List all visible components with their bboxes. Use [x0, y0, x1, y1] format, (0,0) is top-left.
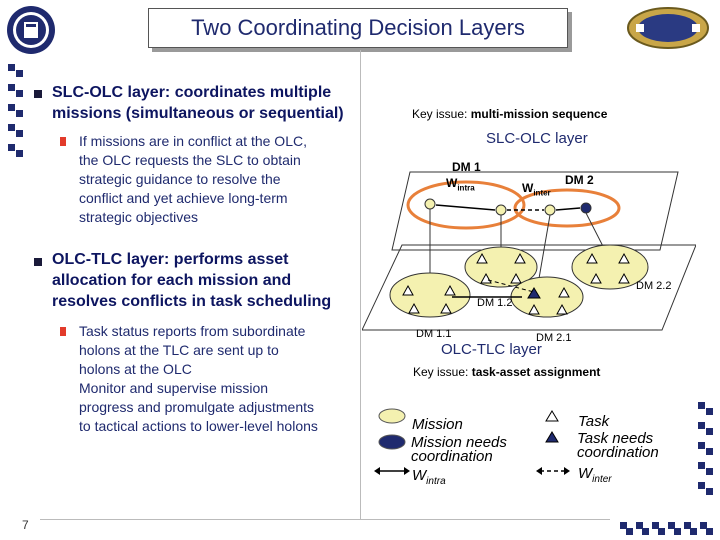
key-issue-bottom-label: Key issue: [413, 365, 469, 379]
legend-mission-needs-line2: coordination [411, 448, 493, 465]
key-issue-top-label: Key issue: [412, 107, 468, 121]
dm1-ellipse [406, 180, 526, 230]
bullet2-sub-line: holons at the OLC [79, 361, 192, 377]
page-number: 7 [22, 518, 29, 532]
vertical-divider [360, 50, 361, 520]
dm2-ellipse [513, 188, 621, 228]
bullet2-sub-line: Monitor and supervise mission [79, 380, 269, 396]
slide-title-box: Two Coordinating Decision Layers [148, 8, 568, 48]
legend-w-intra-main: W [412, 467, 427, 484]
dm1-node-a [424, 198, 436, 210]
key-issue-top: Key issue: multi-mission sequence [412, 107, 607, 121]
bullet-marker [34, 90, 42, 98]
right-decorative-squares [696, 400, 716, 510]
legend-w-intra: Wintra [412, 467, 446, 489]
bullet2-sub-text: Task status reports from subordinate hol… [79, 322, 359, 436]
left-decorative-squares [6, 62, 26, 172]
w-inter-sub: inter [533, 188, 551, 198]
bullet2-line2: allocation for each mission and [52, 272, 292, 289]
mission-needs-swatch [378, 434, 406, 450]
bullet1-line1: SLC-OLC layer: coordinates multiple [52, 84, 332, 101]
legend-w-inter: Winter [578, 465, 612, 487]
bullet1-text: SLC-OLC layer: coordinates multiple miss… [52, 82, 357, 124]
dm21-label: DM 2.1 [536, 332, 572, 344]
legend-w-intra-sub: intra [426, 476, 446, 487]
dm2-label: DM 2 [565, 173, 594, 187]
sub-bullet-marker [60, 137, 66, 146]
bullet2-text: OLC-TLC layer: performs asset allocation… [52, 249, 357, 312]
bullet2-sub-line: to tactical actions to lower-level holon… [79, 418, 318, 434]
legend-task-needs-line2: coordination [577, 444, 659, 461]
coordination-diagram-svg [361, 171, 697, 331]
legend-mission-needs-line1: Mission needs [411, 434, 507, 451]
bullet1-sub-line: If missions are in conflict at the OLC, [79, 133, 307, 149]
w-inter-main: W [522, 181, 534, 195]
key-issue-top-value: multi-mission sequence [470, 107, 608, 121]
bullet2-sub-line: Task status reports from subordinate [79, 323, 306, 339]
mission-swatch [378, 408, 406, 424]
legend-mission: Mission [412, 416, 463, 433]
dm2-node-b [580, 202, 592, 214]
legend-w-inter-main: W [578, 465, 593, 482]
dm12-tasks [476, 252, 526, 284]
dm21-tasks [527, 286, 570, 315]
university-seal-logo [6, 4, 56, 56]
legend-symbols [374, 408, 570, 475]
bullet2-line3: resolves conflicts in task scheduling [52, 293, 332, 310]
bullet1-sub-line: strategic objectives [79, 209, 199, 225]
w-intra-arrow-dm2 [555, 207, 581, 211]
w-intra-label: Wintra [446, 176, 475, 192]
olc-tlc-label: OLC-TLC layer [441, 341, 542, 358]
bullet1-sub-line: strategic guidance to resolve the [79, 171, 281, 187]
legend-w-inter-sub: inter [592, 474, 612, 485]
w-intra-sub: intra [457, 183, 475, 193]
dm11-label: DM 1.1 [416, 328, 452, 340]
w-intra-main: W [446, 176, 458, 190]
bullet2-line1: OLC-TLC layer: performs asset [52, 251, 289, 268]
bullet1-line2: missions (simultaneous or sequential) [52, 105, 344, 122]
onr-logo [626, 6, 710, 50]
task-swatch [545, 410, 559, 422]
bullet1-sub-line: the OLC requests the SLC to obtain [79, 152, 301, 168]
dm1-node-b [495, 204, 507, 216]
bullet1-sub-text: If missions are in conflict at the OLC, … [79, 132, 359, 227]
lower-inter-link [487, 279, 535, 293]
bullet2-sub-line: holons at the TLC are sent up to [79, 342, 279, 358]
dm12-label: DM 1.2 [477, 297, 513, 309]
dm1-label: DM 1 [452, 160, 481, 174]
dm11-ellipse [389, 272, 471, 318]
bottom-decorative-squares [618, 520, 718, 536]
key-issue-bottom: Key issue: task-asset assignment [413, 365, 600, 379]
dm11-tasks [402, 284, 456, 314]
slide-title: Two Coordinating Decision Layers [191, 15, 525, 40]
bullet-marker [34, 258, 42, 266]
bottom-rule [40, 519, 610, 520]
w-intra-arrow [435, 204, 496, 211]
dm22-tasks [586, 252, 630, 284]
key-issue-bottom-value: task-asset assignment [471, 365, 601, 379]
bullet2-sub-line: progress and promulgate adjustments [79, 399, 315, 415]
legend-task-needs-line1: Task needs [577, 430, 654, 447]
olc-tlc-plane [361, 244, 697, 331]
legend: Mission Mission needs coordination Wintr… [370, 405, 700, 505]
w-inter-label: Winter [522, 181, 551, 197]
dm2-node-a [544, 204, 556, 216]
legend-task-needs: Task needs coordination [577, 430, 659, 461]
dm22-label: DM 2.2 [636, 280, 672, 292]
task-needs-swatch [545, 431, 559, 443]
slc-olc-label: SLC-OLC layer [486, 130, 588, 147]
slc-olc-plane [391, 171, 679, 251]
legend-mission-needs: Mission needs coordination [411, 434, 507, 465]
bullet1-sub-line: conflict and yet achieve long-term [79, 190, 288, 206]
coordination-diagram [361, 150, 697, 400]
legend-task: Task [578, 413, 610, 430]
sub-bullet-marker [60, 327, 66, 336]
